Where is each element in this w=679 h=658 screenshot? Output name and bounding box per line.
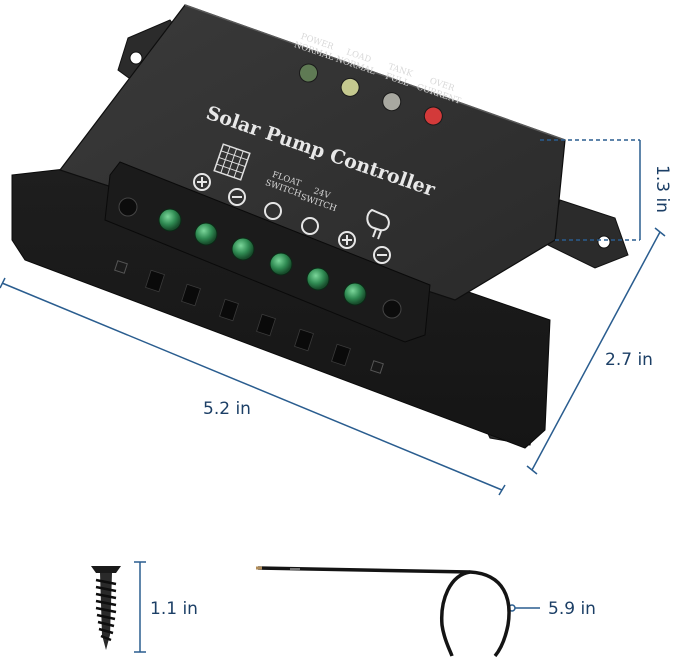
minus-icon [373, 246, 391, 264]
vent-square-left [114, 260, 128, 274]
height-dimension-label: 1.3 in [652, 165, 672, 213]
wire-slot [331, 343, 351, 367]
wire-lower [440, 570, 471, 657]
wire-slot [181, 283, 201, 307]
wire-slot [294, 328, 314, 352]
wire-slot [145, 269, 165, 293]
mounting-hole-left [129, 51, 143, 65]
float-switch-circle-icon [264, 202, 282, 220]
dimension-annotations [0, 139, 666, 653]
plus-icon [193, 173, 211, 191]
cover-edge-highlight [184, 4, 566, 141]
led-indicator [340, 77, 360, 97]
float-switch-circle-icon [301, 217, 319, 235]
terminal-symbols [193, 173, 391, 264]
terminal-screw [269, 252, 293, 276]
status-led-panel: POWER NORMAL LOAD NORMAL TANK FULL OVER … [293, 32, 462, 126]
height-dimension [540, 139, 641, 241]
terminal-screw [231, 237, 255, 261]
screw-dimension-label: 1.1 in [150, 599, 198, 619]
terminal-screw [194, 222, 218, 246]
wire-slot [256, 313, 276, 337]
length-dimension [0, 277, 506, 496]
led-indicator [382, 92, 402, 112]
wire-entry-slots [145, 269, 351, 367]
screw-head [91, 566, 121, 573]
end-screw-left [118, 197, 138, 217]
float-switch-wire [256, 566, 511, 658]
mounting-screw [91, 566, 121, 650]
length-dimension-label: 5.2 in [203, 399, 251, 419]
led-indicator [299, 63, 319, 83]
terminal-screw [306, 267, 330, 291]
solar-panel-icon [213, 143, 251, 181]
end-screw-right [382, 299, 402, 319]
wire-upper [257, 566, 511, 658]
minus-icon [228, 188, 246, 206]
screw-threads [95, 578, 117, 642]
terminal-screw [343, 282, 367, 306]
terminal-screw [158, 208, 182, 232]
wire-slot [219, 298, 239, 322]
width-dimension-label: 2.7 in [605, 350, 653, 370]
mounting-hole-right [597, 235, 611, 249]
mounting-flange-right [547, 199, 629, 269]
width-dimension [526, 227, 666, 475]
plus-icon [338, 231, 356, 249]
wire-dimension-label: 5.9 in [548, 599, 596, 619]
lamp-load-icon [366, 208, 390, 240]
vent-square-right [370, 360, 384, 374]
led-indicator [423, 106, 443, 126]
screw-dimension [134, 561, 146, 653]
terminal-screws [158, 208, 367, 306]
solar-pump-controller: POWER NORMAL LOAD NORMAL TANK FULL OVER … [11, 4, 629, 449]
